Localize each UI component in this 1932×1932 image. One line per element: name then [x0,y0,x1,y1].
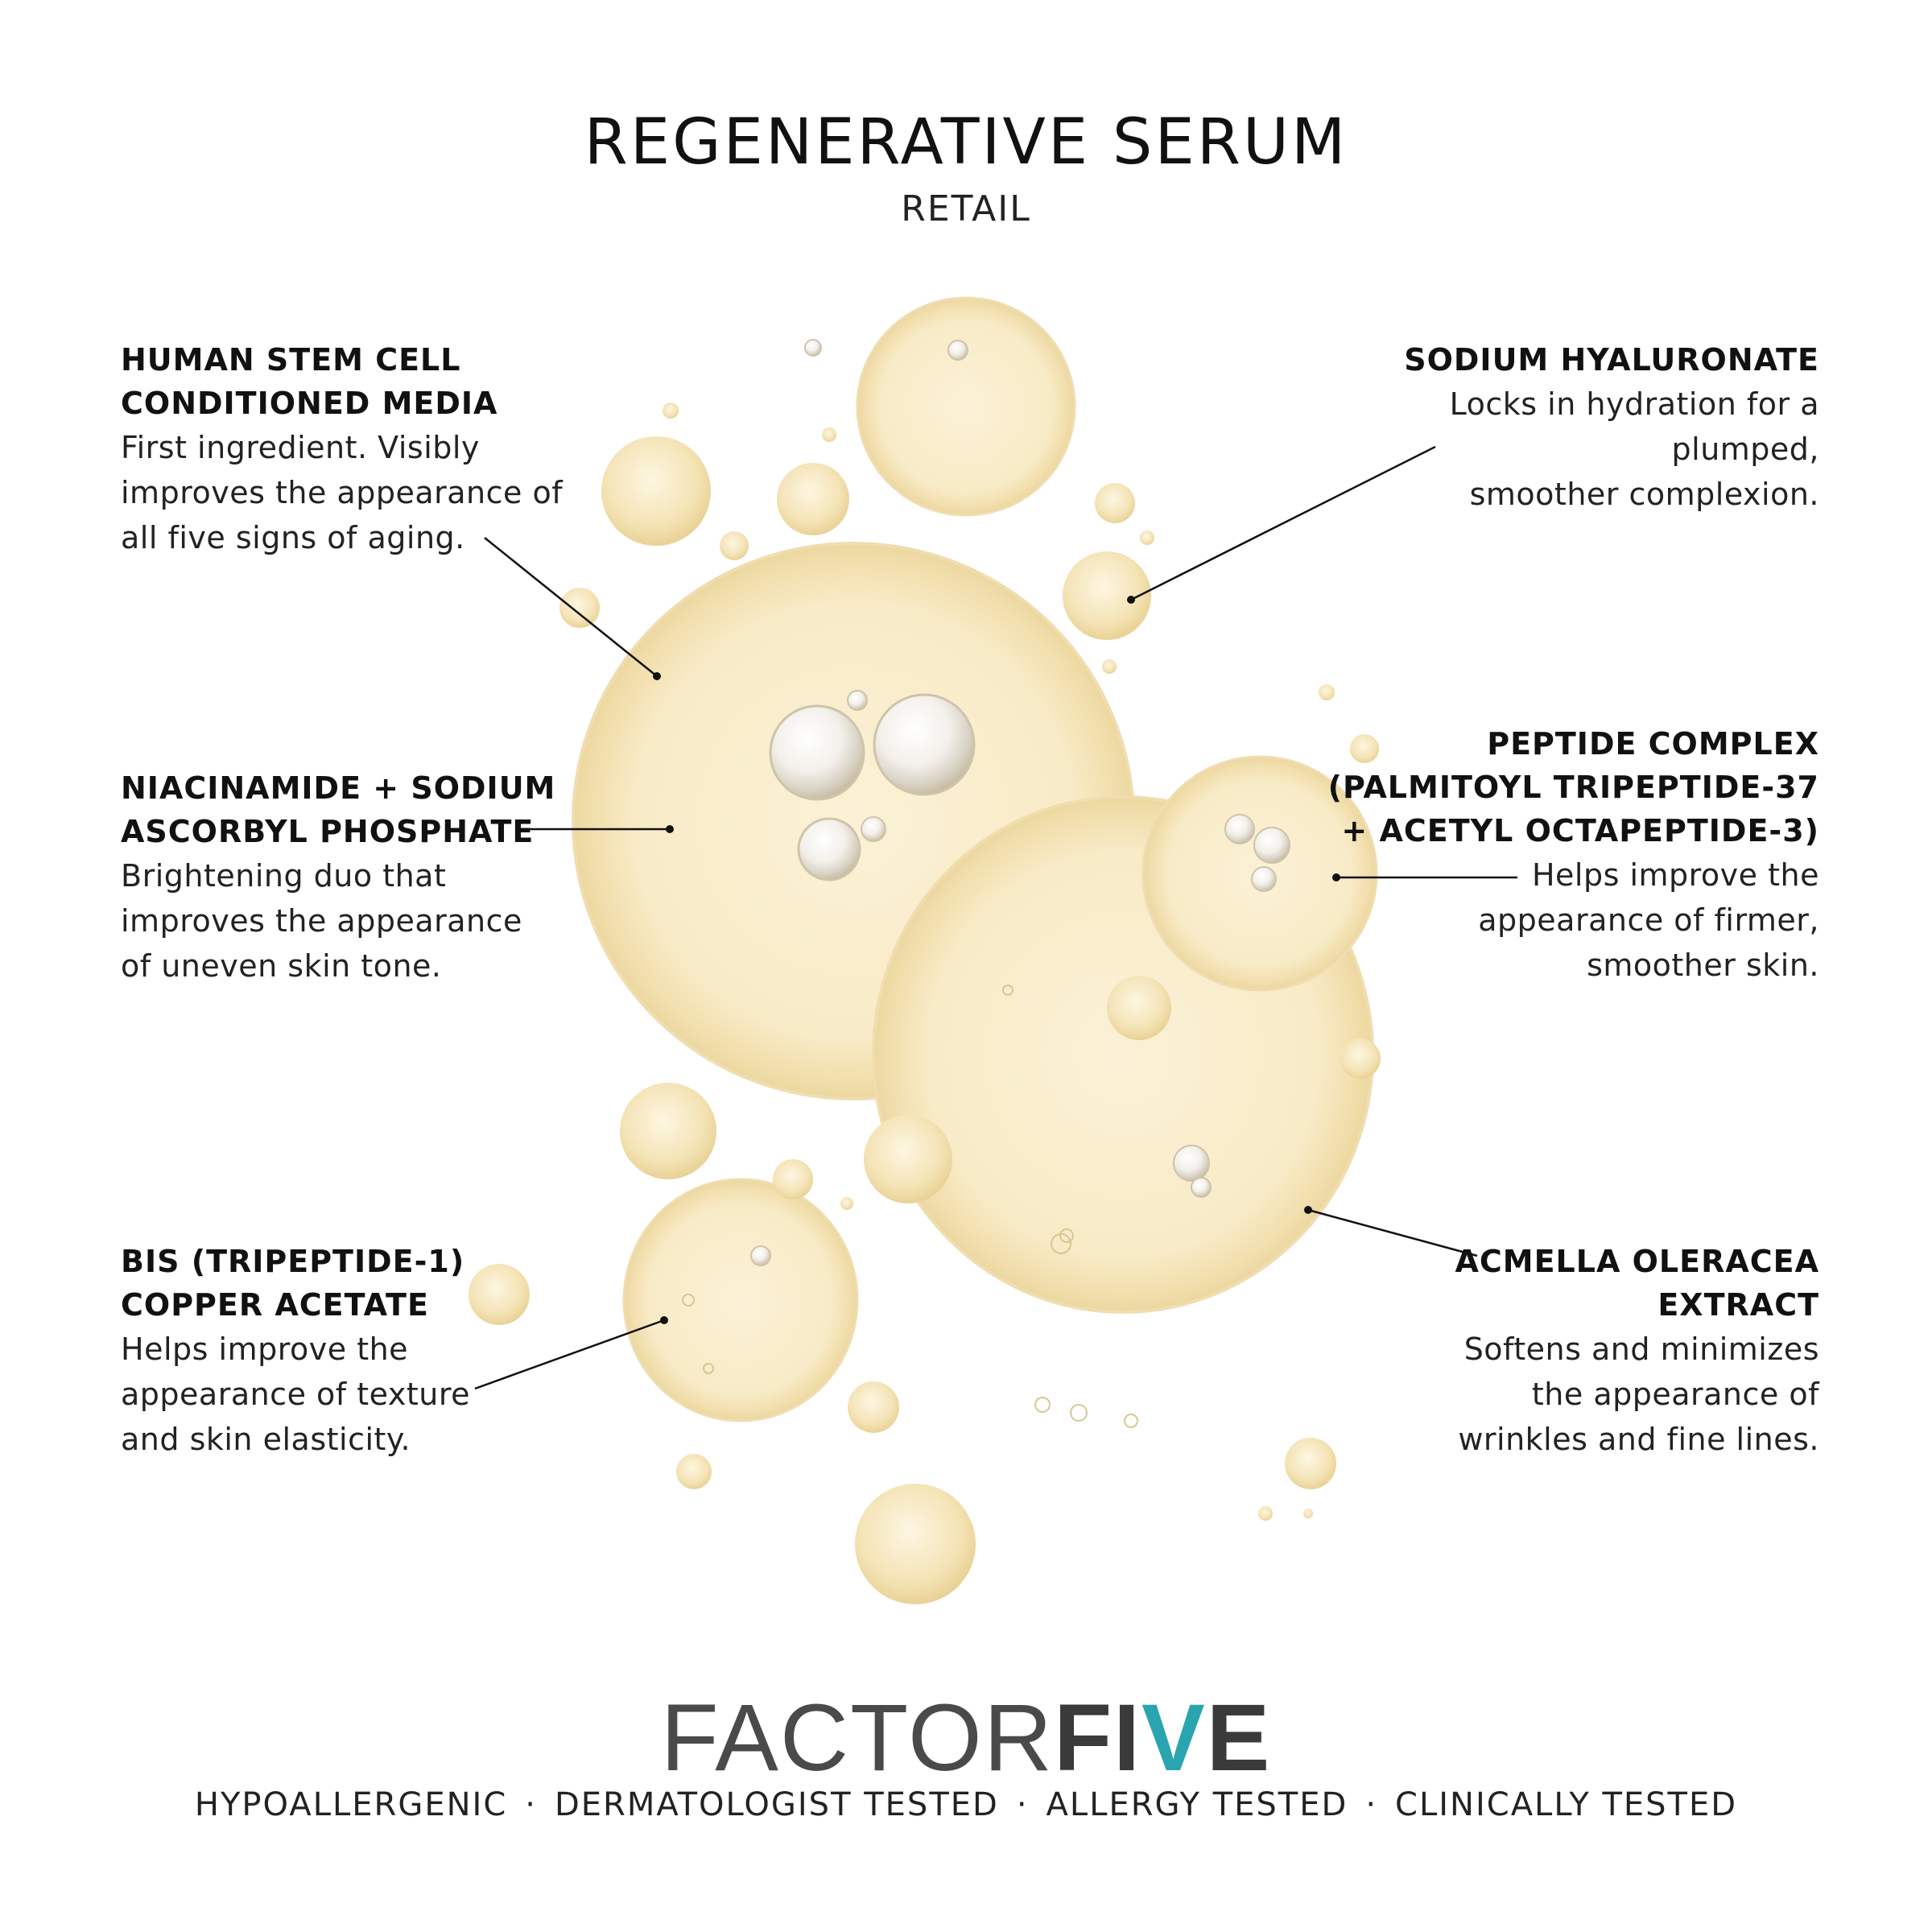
bubble [1070,1404,1088,1422]
droplet [1319,684,1335,700]
droplet [840,1197,853,1210]
bubble [1059,1228,1074,1243]
ingredient-description: First ingredient. Visibly improves the a… [121,430,564,555]
claim-separator: · [525,1786,537,1823]
small-droplets [469,402,1381,1604]
droplet [720,531,749,560]
claim-clinically-tested: CLINICALLY TESTED [1395,1786,1738,1823]
callout-dot [1127,596,1135,604]
bubble [1224,814,1255,844]
claim-separator: · [1365,1786,1378,1823]
ingredient-description: Helps improve the appearance of texture … [121,1331,470,1457]
droplet [848,1381,899,1433]
ingredient-stem-cell-media: HUMAN STEM CELL CONDITIONED MEDIA First … [121,338,636,560]
air-bubbles [682,339,1290,1428]
callout-dots [653,596,1340,1324]
ingredient-sodium-hyaluronate: SODIUM HYALURONATE Locks in hydration fo… [1304,338,1819,517]
bubble [861,816,886,842]
ingredient-description: Brightening duo that improves the appear… [121,858,522,984]
droplet [773,1159,813,1199]
bubble [750,1245,771,1266]
product-subtitle: RETAIL [901,188,1031,229]
bubble [769,704,865,801]
droplet [663,402,679,419]
bubble [1253,827,1290,864]
brand-logo-factor: FACTOR [660,1685,1055,1791]
droplet [1258,1506,1273,1521]
droplet [622,1178,859,1422]
droplet [1102,659,1117,674]
droplet [856,296,1076,517]
ingredient-description: Softens and minimizes the appearance of … [1458,1331,1819,1457]
droplet [1303,1509,1313,1518]
callout-dot [666,825,674,833]
ingredient-name: PEPTIDE COMPLEX (PALMITOYL TRIPEPTIDE-37… [1327,726,1819,848]
product-title: REGENERATIVE SERUM [584,106,1348,179]
bubble [682,1294,695,1307]
droplet [1063,551,1151,640]
droplet [1285,1438,1336,1489]
callout-dot [1304,1206,1312,1214]
bubble [1191,1177,1212,1198]
ingredient-name: BIS (TRIPEPTIDE-1) COPPER ACETATE [121,1244,465,1323]
claim-separator: · [1016,1786,1029,1823]
bubble [1002,985,1013,996]
brand-logo-fi: FI [1054,1685,1141,1791]
droplet [1340,1038,1381,1079]
ingredient-niacinamide: NIACINAMIDE + SODIUM ASCORBYL PHOSPHATE … [121,766,636,989]
ingredient-name: SODIUM HYALURONATE [1404,342,1819,378]
brand-logo-e: E [1206,1685,1272,1791]
droplet [855,1484,976,1604]
droplet [1107,976,1171,1040]
droplet [620,1083,716,1179]
droplet [1350,734,1379,763]
claim-hypoallergenic: HYPOALLERGENIC [194,1786,508,1823]
ingredient-copper-acetate: BIS (TRIPEPTIDE-1) COPPER ACETATE Helps … [121,1240,636,1462]
droplet [676,1454,712,1489]
ingredient-name: HUMAN STEM CELL CONDITIONED MEDIA [121,342,498,421]
bubble [703,1363,714,1374]
brand-logo: FACTORFIVE [0,1690,1932,1785]
callout-line [484,537,658,677]
brand-logo-v: V [1141,1685,1207,1791]
product-claims: HYPOALLERGENIC · DERMATOLOGIST TESTED · ALLE… [0,1789,1932,1821]
bubble [873,693,976,796]
ingredient-description: Locks in hydration for a plumped, smooth… [1449,386,1819,512]
droplet [1095,483,1135,523]
callout-line [1130,445,1436,601]
bubble [1034,1397,1051,1413]
ingredient-description: Helps improve the appearance of firmer, … [1478,857,1819,983]
large-droplets [572,296,1378,1422]
droplet [601,436,711,546]
callout-line [474,1319,665,1390]
ingredient-peptide-complex: PEPTIDE COMPLEX (PALMITOYL TRIPEPTIDE-37… [1304,722,1819,988]
bubble [797,817,861,881]
bubble [804,339,822,357]
bubble [1124,1414,1138,1428]
droplet [559,588,600,628]
bubble [1173,1145,1210,1182]
callout-lines [474,445,1517,1390]
ingredient-acmella-extract: ACMELLA OLERACEA EXTRACT Softens and min… [1304,1240,1819,1462]
droplet [1140,530,1154,545]
bubble [947,340,968,361]
callout-dot [653,672,661,680]
ingredient-name: ACMELLA OLERACEA EXTRACT [1455,1244,1819,1323]
callout-dot [660,1316,668,1324]
droplet [469,1264,530,1325]
droplet [864,1115,952,1203]
claim-allergy-tested: ALLERGY TESTED [1046,1786,1348,1823]
ingredient-name: NIACINAMIDE + SODIUM ASCORBYL PHOSPHATE [121,770,556,849]
callout-dot [1332,873,1340,881]
droplet [777,463,849,535]
bubble [847,690,868,711]
claim-dermatologist-tested: DERMATOLOGIST TESTED [554,1786,999,1823]
bubble [1251,866,1277,892]
callout-line [1307,1208,1478,1257]
droplet [822,427,836,442]
